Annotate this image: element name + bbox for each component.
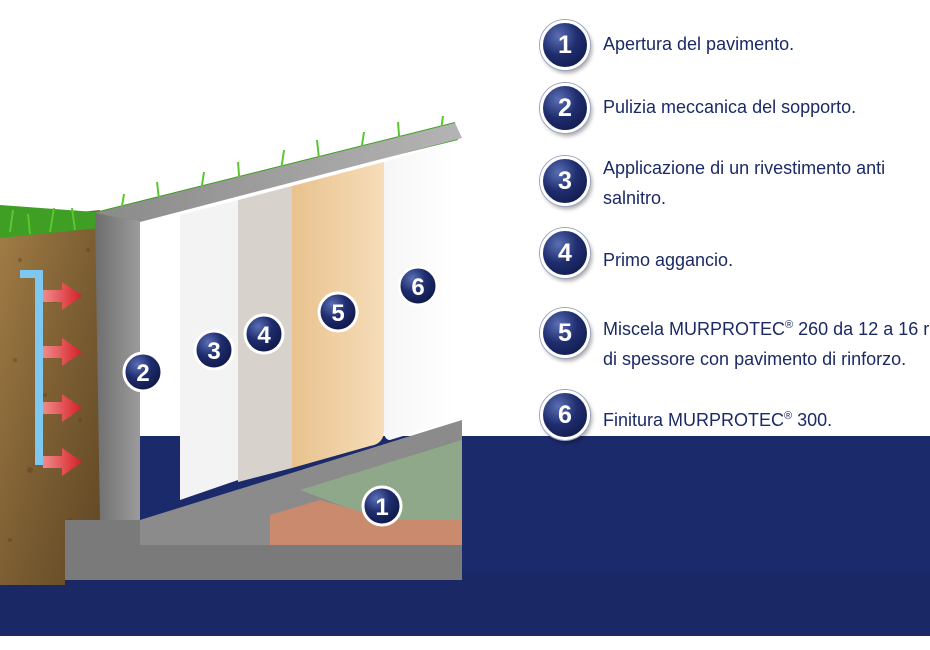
legend-item-6: 6 Finitura MURPROTEC® 300. [540, 390, 832, 440]
legend-badge-3: 3 [540, 156, 590, 206]
navy-band-stripe [0, 572, 930, 636]
legend-text-3-line2: salnitro. [603, 183, 885, 213]
marker-3: 3 [195, 331, 233, 369]
legend-text-5-line2: di spessore con pavimento di rinforzo. [603, 344, 929, 374]
legend-item-2: 2 Pulizia meccanica del sopporto. [540, 83, 856, 133]
marker-2: 2 [124, 353, 162, 391]
marker-6: 6 [399, 267, 437, 305]
legend-text-1: Apertura del pavimento. [603, 29, 794, 59]
marker-4-label: 4 [257, 322, 271, 349]
legend-text-6: Finitura MURPROTEC® 300. [603, 401, 832, 435]
legend: 1 Apertura del pavimento. 2 Pulizia mecc… [540, 0, 930, 450]
legend-item-5: 5 Miscela MURPROTEC® 260 da 12 a 16 r di… [540, 308, 929, 374]
legend-badge-1: 1 [540, 20, 590, 70]
legend-text-3: Applicazione di un rivestimento anti sal… [603, 153, 885, 213]
legend-badge-6: 6 [540, 390, 590, 440]
legend-text-5-brand: Miscela MURPROTEC [603, 319, 785, 339]
legend-text-5-rest: 260 da 12 a 16 r [793, 319, 929, 339]
legend-text-6-rest: 300. [792, 410, 832, 430]
marker-3-label: 3 [207, 338, 220, 365]
legend-badge-4: 4 [540, 228, 590, 278]
legend-item-3: 3 Applicazione di un rivestimento anti s… [540, 150, 885, 213]
legend-badge-5: 5 [540, 308, 590, 358]
legend-text-5-reg: ® [785, 319, 793, 331]
legend-text-6-brand: Finitura MURPROTEC [603, 410, 784, 430]
legend-text-5: Miscela MURPROTEC® 260 da 12 a 16 r di s… [603, 310, 929, 374]
legend-text-6-reg: ® [784, 410, 792, 422]
legend-badge-2: 2 [540, 83, 590, 133]
legend-text-2: Pulizia meccanica del sopporto. [603, 92, 856, 122]
marker-5: 5 [319, 293, 357, 331]
legend-item-4: 4 Primo aggancio. [540, 228, 733, 278]
legend-text-4: Primo aggancio. [603, 245, 733, 275]
marker-5-label: 5 [331, 300, 344, 327]
marker-6-label: 6 [411, 274, 424, 301]
marker-1: 1 [363, 487, 401, 525]
legend-item-1: 1 Apertura del pavimento. [540, 20, 794, 70]
marker-1-label: 1 [375, 494, 388, 521]
marker-4: 4 [245, 315, 283, 353]
legend-text-5-line1: Miscela MURPROTEC® 260 da 12 a 16 r [603, 310, 929, 344]
marker-2-label: 2 [136, 360, 149, 387]
legend-text-3-line1: Applicazione di un rivestimento anti [603, 153, 885, 183]
